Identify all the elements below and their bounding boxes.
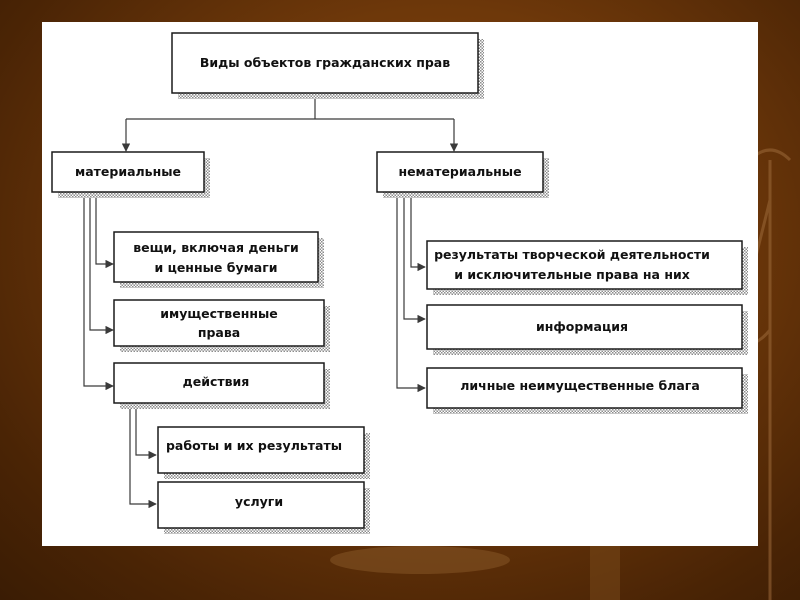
node-works-label: работы и их результаты [166, 438, 342, 453]
node-root-label: Виды объектов гражданских прав [200, 55, 450, 70]
node-nonmaterial-label: нематериальные [398, 164, 521, 179]
node-creative-results-line-1: результаты творческой деятельности [434, 247, 710, 262]
node-services: услуги [157, 481, 370, 534]
node-things-line-2: и ценные бумаги [154, 260, 277, 275]
node-nonmaterial: нематериальные [376, 151, 549, 198]
node-personal-benefits-label: личные неимущественные блага [460, 378, 700, 393]
node-material: материальные [51, 151, 210, 198]
arrow-to-works [135, 408, 157, 460]
arrow-to-creative-results [410, 195, 426, 272]
node-property-rights-line-1: имущественные [160, 306, 278, 321]
arrow-to-personal-benefits [396, 195, 426, 393]
node-things-line-1: вещи, включая деньги [133, 240, 299, 255]
arrow-to-things [95, 195, 114, 269]
arrow-to-services [129, 408, 157, 509]
node-personal-benefits: личные неимущественные блага [426, 367, 748, 414]
node-property-rights: имущественные права [113, 299, 330, 352]
node-actions: действия [113, 362, 330, 409]
node-services-label: услуги [235, 494, 283, 509]
arrow-to-information [403, 195, 426, 324]
node-creative-results: результаты творческой деятельности и иск… [426, 240, 748, 295]
node-works: работы и их результаты [157, 426, 370, 479]
node-information-label: информация [536, 319, 628, 334]
node-root: Виды объектов гражданских прав [171, 32, 484, 99]
node-property-rights-line-2: права [198, 325, 240, 340]
node-creative-results-line-2: и исключительные права на них [454, 267, 690, 282]
arrow-to-actions [83, 195, 114, 391]
node-information: информация [426, 304, 748, 355]
node-actions-label: действия [183, 374, 250, 389]
civil-rights-objects-diagram: Виды объектов гражданских прав материаль… [51, 32, 748, 534]
arrow-to-property-rights [89, 195, 114, 335]
node-things: вещи, включая деньги и ценные бумаги [113, 231, 324, 288]
slide-content: Виды объектов гражданских прав материаль… [42, 22, 758, 546]
connectors [83, 95, 459, 509]
node-material-label: материальные [75, 164, 181, 179]
